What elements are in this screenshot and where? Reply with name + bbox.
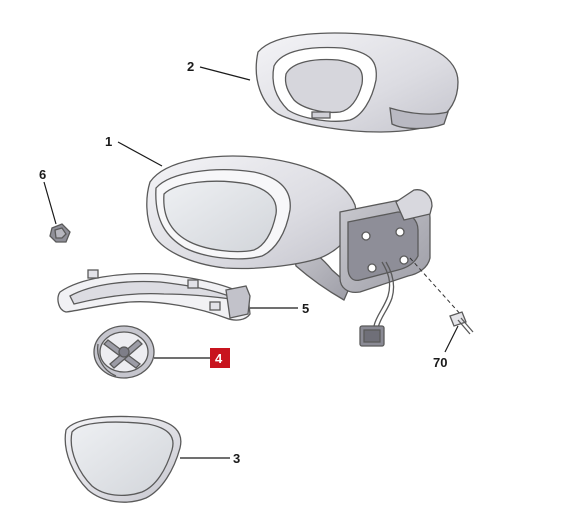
callout-70: 70 — [433, 325, 459, 370]
turn-signal-repeater — [57, 269, 251, 321]
callout-2: 2 — [187, 59, 251, 81]
svg-text:5: 5 — [302, 301, 309, 316]
svg-text:2: 2 — [187, 59, 194, 74]
svg-text:70: 70 — [433, 355, 447, 370]
mirror-glass — [64, 415, 182, 503]
callout-5: 5 — [250, 301, 309, 316]
svg-text:3: 3 — [233, 451, 240, 466]
svg-text:1: 1 — [105, 134, 112, 149]
callout-1: 1 — [105, 134, 163, 167]
svg-text:4: 4 — [215, 351, 223, 366]
callout-3: 3 — [180, 451, 240, 466]
mounting-screw — [449, 311, 474, 335]
callout-6: 6 — [39, 167, 57, 225]
mirror-housing-assembly — [146, 155, 463, 347]
svg-text:6: 6 — [39, 167, 46, 182]
highlight-badge — [210, 348, 230, 368]
mirror-actuator-motor — [93, 325, 155, 379]
bulb-or-clip — [49, 223, 71, 243]
mirror-cover-cap — [255, 32, 459, 133]
callout-4: 4 — [154, 348, 230, 368]
